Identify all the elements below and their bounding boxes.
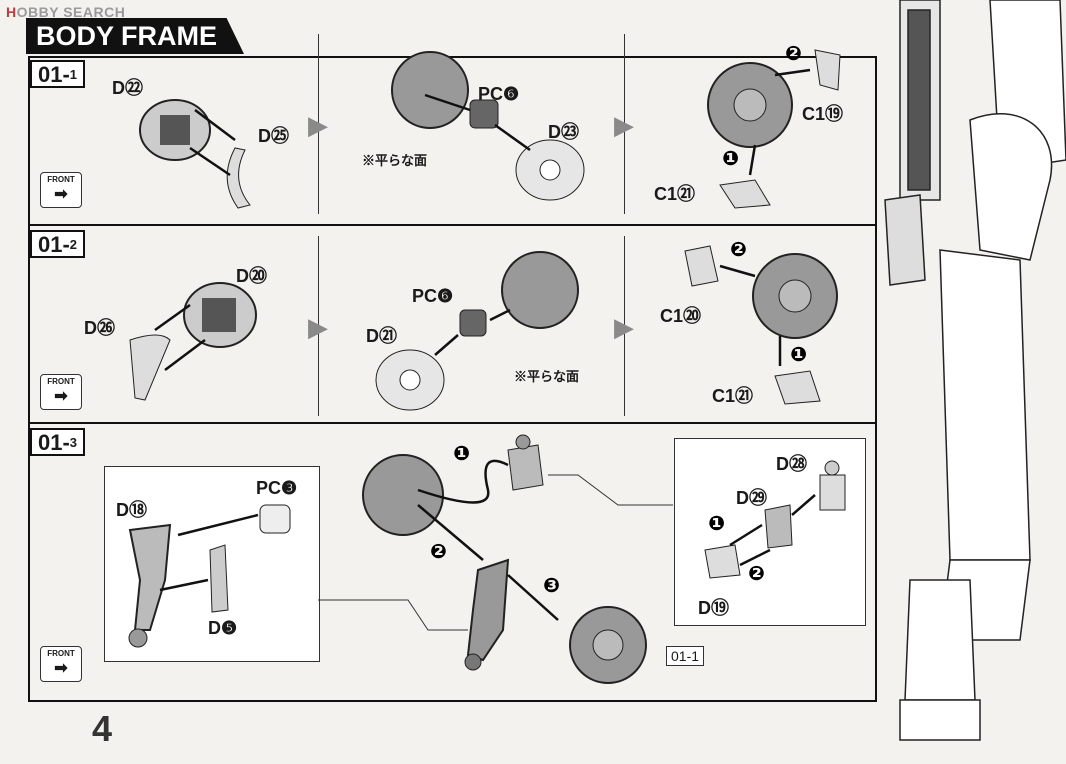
step-label-01-1: 01-1 — [30, 60, 86, 88]
robot-illustration — [884, 0, 1066, 741]
step-reference: 01-1 — [666, 646, 705, 666]
callout-number: ❷ — [748, 561, 765, 585]
step-arrow-icon: ▶ — [308, 110, 328, 140]
part-label: D㉖ — [84, 318, 115, 338]
column-divider — [624, 236, 625, 416]
callout-number: ❸ — [543, 573, 560, 597]
part-diagram — [391, 51, 585, 201]
column-divider — [624, 34, 625, 214]
part-label: C1⑳ — [660, 306, 702, 326]
note-text: ※平らな面 — [362, 153, 428, 168]
part-label: D㉕ — [258, 126, 289, 146]
instruction-frame — [28, 56, 877, 702]
part-diagram — [129, 282, 257, 401]
part-label: D㉙ — [736, 488, 767, 508]
front-indicator: FRONT➡ — [40, 374, 82, 410]
callout-number: ❷ — [730, 237, 747, 261]
part-diagram: ❷ ❶ — [707, 41, 841, 209]
part-label: D❺ — [208, 618, 238, 638]
part-diagram: ❷ ❶ — [684, 237, 838, 405]
part-label: PC❻ — [478, 84, 520, 104]
section-title: BODY FRAME — [26, 18, 244, 54]
part-diagram — [375, 251, 579, 411]
part-label: D⑱ — [116, 500, 147, 520]
step-label-01-2: 01-2 — [30, 230, 86, 258]
part-label: C1⑲ — [802, 104, 844, 124]
watermark: HOBBY SEARCH — [6, 4, 126, 20]
part-label: D⑲ — [698, 598, 729, 618]
column-divider — [318, 236, 319, 416]
row-divider — [28, 224, 877, 226]
part-label: PC❻ — [412, 286, 454, 306]
front-indicator: FRONT➡ — [40, 646, 82, 682]
part-label: D㉘ — [776, 454, 807, 474]
part-label: D㉑ — [366, 326, 397, 346]
note-text: ※平らな面 — [514, 369, 580, 384]
part-label: D㉓ — [548, 122, 579, 142]
row-divider — [28, 422, 877, 424]
step-arrow-icon: ▶ — [614, 110, 634, 140]
part-label: PC❸ — [256, 478, 298, 498]
front-indicator: FRONT➡ — [40, 172, 82, 208]
step-label-01-3: 01-3 — [30, 428, 86, 456]
callout-number: ❷ — [430, 539, 447, 563]
part-diagram — [139, 99, 251, 209]
callout-number: ❶ — [722, 146, 739, 170]
callout-number: ❶ — [790, 342, 807, 366]
step-arrow-icon: ▶ — [308, 312, 328, 342]
part-diagram: ❶ ❷ ❸ — [318, 434, 673, 684]
part-label: C1㉑ — [712, 386, 754, 406]
callout-number: ❶ — [708, 511, 725, 535]
page-number: 4 — [92, 708, 113, 749]
part-label: D⑳ — [236, 266, 267, 286]
callout-number: ❷ — [785, 41, 802, 65]
callout-number: ❶ — [453, 441, 470, 465]
part-label: D㉒ — [112, 78, 143, 98]
column-divider — [318, 34, 319, 214]
part-label: C1㉑ — [654, 184, 696, 204]
part-diagram — [128, 504, 291, 648]
step-arrow-icon: ▶ — [614, 312, 634, 342]
part-diagram: ❶ ❷ — [704, 460, 846, 585]
